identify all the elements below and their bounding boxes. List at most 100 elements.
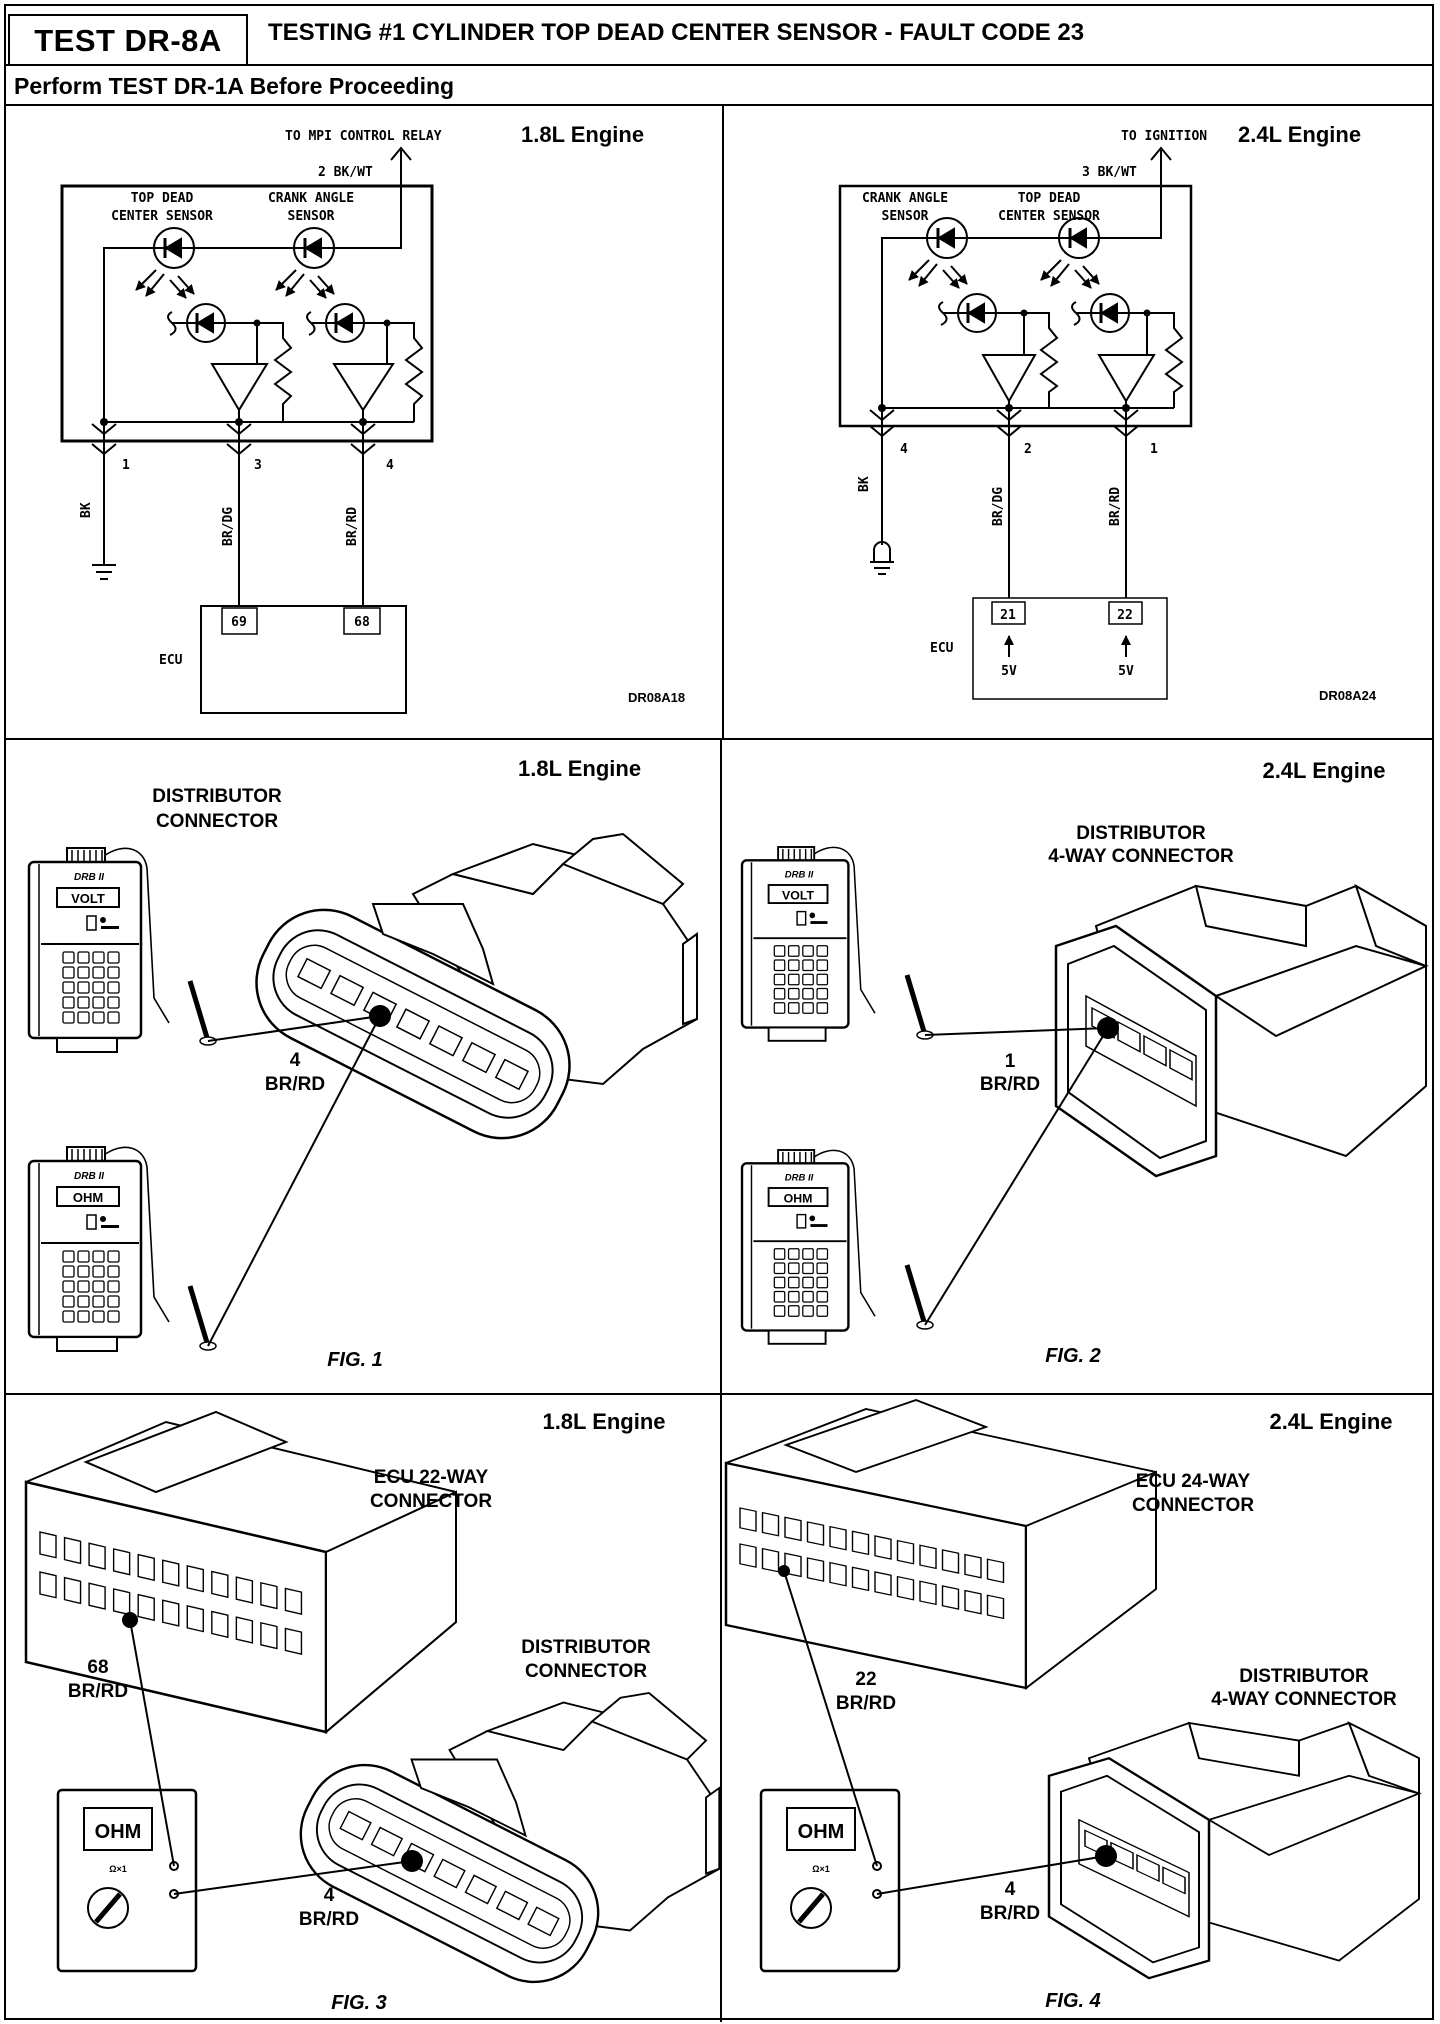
pin-number: 1	[1150, 442, 1158, 457]
connector-cavity	[919, 1544, 937, 1570]
tester-key	[802, 1262, 814, 1275]
tester-keypad	[773, 1248, 829, 1317]
ecu-pin-number: 22	[1117, 608, 1133, 623]
page-title: TESTING #1 CYLINDER TOP DEAD CENTER SENS…	[268, 19, 1085, 46]
tester-key	[92, 1295, 105, 1308]
connector-cavity	[829, 1561, 847, 1587]
arrow-up-icon	[390, 146, 412, 161]
engine-label: 2.4L Engine	[1238, 122, 1361, 147]
tester-key	[816, 1262, 829, 1275]
connector-cavity	[284, 1627, 303, 1656]
tester-key	[802, 1276, 814, 1289]
connector-cavity	[162, 1599, 180, 1627]
ecu-pin-label: 68	[87, 1657, 108, 1678]
figure-caption: FIG. 3	[331, 1992, 387, 2014]
connector-cavity	[806, 1557, 825, 1582]
wire-color-label: BR/RD	[345, 507, 360, 546]
tester-key	[773, 1276, 786, 1289]
tester-key	[77, 996, 90, 1009]
sensor-label: CENTER SENSOR	[998, 209, 1100, 224]
tester-key	[107, 981, 120, 994]
tester-key	[773, 1262, 786, 1275]
engine-label: 2.4L Engine	[1262, 758, 1385, 783]
connector-latch	[783, 1399, 989, 1473]
connector-cavity	[39, 1531, 57, 1559]
schematic-panel-1-8l: TO MPI CONTROL RELAY 1.8L Engine 2 BK/WT	[6, 106, 722, 738]
connector-cavity	[39, 1571, 57, 1599]
resistor-icon	[1147, 312, 1184, 408]
figure-caption: FIG. 4	[1045, 1990, 1101, 2012]
test-lead	[129, 1619, 175, 1867]
wire-color-label: BK	[79, 502, 94, 518]
connector-cavity	[186, 1605, 204, 1633]
connector-label: DISTRIBUTOR	[1076, 823, 1206, 844]
connector-cavity	[370, 1826, 404, 1857]
ohmmeter-display	[786, 1807, 856, 1851]
ohmmeter-display	[83, 1807, 153, 1851]
tester-key	[816, 1290, 829, 1303]
sensor-label: SENSOR	[288, 209, 335, 224]
engine-label: 1.8L Engine	[518, 756, 641, 781]
test-point-marker	[122, 1612, 138, 1628]
tester-display	[56, 887, 120, 908]
ohmmeter-range-label: Ω×1	[109, 1864, 126, 1874]
connector-latch	[83, 1410, 289, 1494]
test-point-marker	[369, 1005, 391, 1027]
tester-key	[77, 951, 90, 964]
tester-key	[62, 1011, 75, 1024]
probe-handle	[187, 980, 211, 1042]
test-lead	[207, 1015, 381, 1042]
tester-cable	[812, 1149, 876, 1317]
connector-cavity	[1169, 1048, 1193, 1081]
tester-key	[62, 996, 75, 1009]
feed-destination-label: TO MPI CONTROL RELAY	[285, 129, 442, 144]
dial-pointer	[797, 1892, 825, 1924]
connector-cavity	[784, 1516, 802, 1542]
tester-key	[802, 1002, 814, 1014]
schematic-panel-2-4l: TO IGNITION 2.4L Engine 3 BK/WT	[722, 106, 1432, 738]
distributor-connector	[299, 1691, 720, 1984]
instruction-row: Perform TEST DR-1A Before Proceeding	[6, 66, 1432, 106]
light-emission-arrows	[135, 269, 335, 299]
photodiode-icon	[167, 303, 257, 343]
connector-cavity	[339, 1810, 372, 1841]
connector-cavity	[186, 1565, 204, 1593]
ecu-22-way-connector	[24, 1410, 457, 1735]
tester-key	[107, 951, 120, 964]
connector-cavity	[851, 1530, 870, 1556]
connector-cavity	[137, 1593, 155, 1622]
connector-latch	[1187, 1721, 1300, 1777]
distributor-pin-label: 4	[324, 1885, 335, 1906]
wire-color-label: BR/DG	[991, 487, 1006, 526]
resistor-icon	[387, 322, 424, 422]
tester-key	[92, 981, 105, 994]
tester-key	[62, 981, 75, 994]
test-lead	[783, 1570, 878, 1867]
ecu-pin-label: 22	[855, 1669, 876, 1690]
connector-cavity	[896, 1575, 915, 1601]
photodiode-icon	[306, 303, 387, 343]
connector-cavity	[211, 1570, 229, 1599]
tester-plug	[56, 1336, 118, 1352]
tester-key	[787, 973, 800, 986]
connector-cavity	[874, 1571, 892, 1596]
dial-pointer	[94, 1892, 122, 1924]
ecu-connector-label: ECU 22-WAY	[374, 1467, 489, 1488]
tester-key	[107, 1265, 120, 1278]
connector-cavity	[329, 974, 365, 1007]
tester-key	[816, 973, 829, 986]
tester-mode-label: OHM	[784, 1191, 813, 1205]
diagram-reference: DR08A24	[1319, 688, 1377, 703]
tester-display	[767, 1187, 829, 1208]
tester-key	[816, 1248, 829, 1260]
wire-color-label: BR/RD	[1108, 487, 1123, 526]
wire-label: BR/RD	[265, 1074, 325, 1095]
connector-cavity	[260, 1621, 278, 1650]
tester-key	[77, 981, 90, 994]
sensor-label: TOP DEAD	[131, 191, 194, 206]
connector-cavity	[395, 1008, 431, 1040]
tester-key	[62, 1280, 75, 1293]
